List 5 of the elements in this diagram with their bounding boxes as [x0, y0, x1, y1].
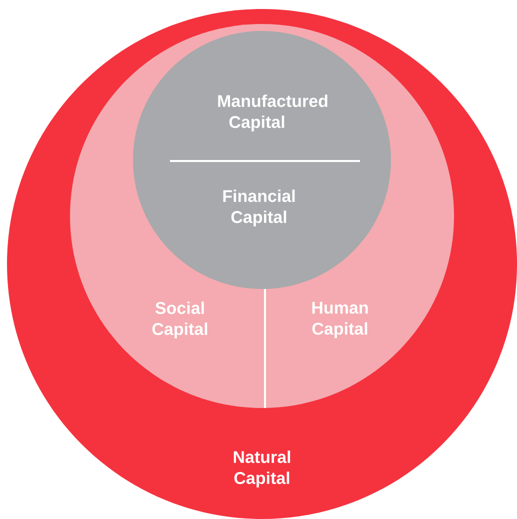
- circle-label: Human Capital: [312, 302, 368, 338]
- circle-label: Natural Capital: [234, 450, 290, 488]
- circle-label: Manufactured Capital: [218, 94, 328, 132]
- circle-label: Social Capital: [152, 302, 208, 338]
- circle-label: Financial Capital: [223, 190, 295, 226]
